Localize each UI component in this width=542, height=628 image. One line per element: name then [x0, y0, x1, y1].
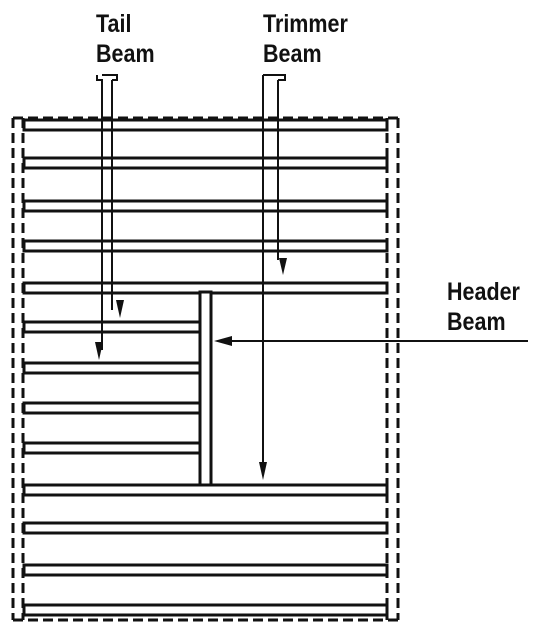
joist-full — [22, 563, 389, 577]
trimmer-beam-label: Trimmer Beam — [263, 9, 348, 69]
header-beam — [198, 290, 213, 487]
tail-beam-label: Tail Beam — [96, 9, 155, 69]
joist-full — [22, 603, 389, 617]
trimmer-beam-label-line1: Trimmer — [263, 10, 348, 38]
tail-joist — [22, 401, 202, 415]
tail-joist — [22, 320, 202, 334]
tail-beam-label-line1: Tail — [96, 10, 132, 38]
header-beam-label-line1: Header — [447, 278, 520, 306]
trimmer-beam-label-line2: Beam — [263, 40, 322, 68]
header-beam-label: Header Beam — [447, 277, 520, 337]
tail-beam-arrowhead-lower — [95, 342, 103, 360]
joist-full — [22, 156, 389, 170]
trimmer-beam-arrow-top — [263, 74, 286, 81]
header-beam-arrowhead — [214, 336, 232, 346]
arrows — [95, 74, 528, 480]
joist-full — [22, 199, 389, 213]
trimmer-beam-arrowhead-upper — [279, 258, 287, 275]
tail-beam-arrowhead-upper — [116, 300, 124, 318]
tail-beam-label-line2: Beam — [96, 40, 155, 68]
trimmer-beam-arrowhead-lower — [259, 462, 267, 480]
joist-full — [22, 521, 389, 535]
joist-full — [22, 118, 389, 132]
joist-full — [22, 239, 389, 253]
tail-beam-arrow-shaft-outline — [96, 74, 118, 95]
tail-joist — [22, 361, 202, 375]
tail-joist — [22, 441, 202, 455]
header-beam-label-line2: Beam — [447, 308, 506, 336]
joists — [22, 118, 389, 617]
